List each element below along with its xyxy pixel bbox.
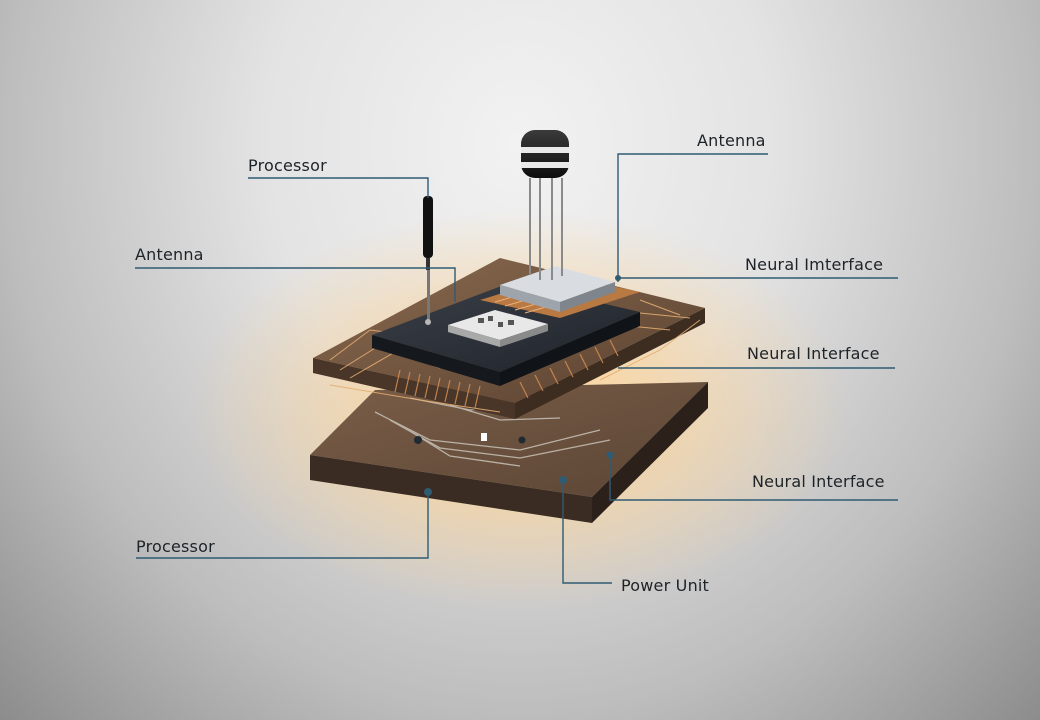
base-node-2 [518,436,526,444]
base-node-1 [414,436,422,444]
leader-antenna-top [617,153,768,282]
base-led [481,433,487,441]
antenna-probe [423,196,433,325]
leader-processor-bottom [136,492,429,559]
label-processor-top: Processor [248,156,327,175]
base-board [310,382,708,523]
label-neural-interface-1: Neural Imterface [745,255,884,274]
antenna-cap [521,130,569,280]
label-antenna-top: Antenna [697,131,766,150]
leader-antenna-left [135,267,456,302]
label-processor-bottom: Processor [136,537,215,556]
heatsink-module [500,266,615,312]
label-power-unit: Power Unit [621,576,710,595]
leader-neural-3 [609,455,898,501]
leader-power-unit [562,480,612,584]
label-chip [448,310,548,347]
leader-lines [135,153,898,584]
leader-processor-top [248,177,429,198]
label-neural-interface-2: Neural Interface [747,344,880,363]
label-antenna-left: Antenna [135,245,204,264]
label-neural-interface-3: Neural Interface [752,472,885,491]
leader-dots [424,275,621,496]
